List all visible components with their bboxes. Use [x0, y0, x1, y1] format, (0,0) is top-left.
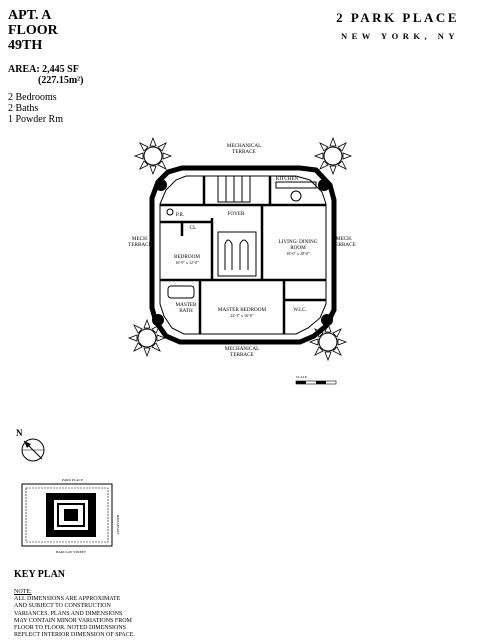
street-barclay: BARCLAY STREET — [56, 550, 87, 554]
mech-terrace-top-label: MECHANICAL — [227, 143, 262, 149]
note-line: REFLECT INTERIOR DIMENSION OF SPACE. — [14, 632, 135, 639]
toilet — [166, 208, 174, 216]
master-bath-label: MASTER — [175, 302, 197, 308]
unit-area: AREA: 2,445 SF (227.15m²) — [8, 64, 84, 86]
bedroom-dims: 16'-9" x 12'-0" — [175, 260, 199, 265]
interior-walls — [160, 176, 326, 334]
master-bedroom-label: MASTER BEDROOM — [218, 307, 267, 313]
terrace-plant-icon — [309, 323, 347, 361]
mech-terrace-bottom-label-2: TERRACE — [230, 352, 254, 358]
powder-room-label: P.R. — [176, 212, 184, 218]
street-broadway: BROADWAY — [116, 515, 120, 535]
svg-text:SCALE: SCALE — [296, 375, 307, 379]
terrace-plant-icon — [134, 137, 172, 175]
street-park-place: PARK PLACE — [62, 478, 83, 482]
mech-terrace-bottom-label: MECHANICAL — [225, 346, 260, 352]
unit-floor-number: 49TH — [8, 38, 43, 53]
powder-room-count: 1 Powder Rm — [8, 114, 63, 125]
unit-name: APT. A — [8, 8, 52, 23]
bedroom-label: BEDROOM — [174, 254, 200, 260]
bedroom-count: 2 Bedrooms — [8, 92, 57, 103]
building-name: 2 PARK PLACE — [336, 10, 459, 25]
mech-terrace-left-label-2: TERRACE — [128, 242, 152, 248]
kitchen-counter — [275, 181, 317, 189]
bath-count: 2 Baths — [8, 103, 39, 114]
mech-terrace-right-label-2: TERRACE — [332, 242, 356, 248]
building-city: NEW YORK, NY — [341, 31, 459, 41]
note-line: VARIANCES. PLANS AND DIMENSIONS — [14, 610, 123, 617]
note-line: MAY CONTAIN MINOR VARIATIONS FROM — [14, 617, 132, 624]
room-summary: 2 Bedrooms 2 Baths 1 Powder Rm — [8, 92, 63, 125]
bathtub — [167, 285, 195, 299]
unit-title: APT. A FLOOR 49TH — [8, 8, 58, 53]
master-bedroom-dims: 22'-3" x 16'-0" — [230, 313, 254, 318]
corner-ornament — [152, 179, 333, 326]
area-m2: (227.15m²) — [38, 75, 84, 86]
living-label-2: ROOM — [290, 245, 306, 251]
kitchen-label: KITCHEN — [276, 176, 299, 182]
note-line: AND SUBJECT TO CONSTRUCTION — [14, 603, 111, 610]
unit-floor-label: FLOOR — [8, 23, 58, 38]
mech-terrace-top-label-2: TERRACE — [232, 149, 256, 155]
living-label: LIVING/ DINING — [278, 239, 317, 245]
area-sf: AREA: 2,445 SF — [8, 64, 79, 75]
svg-text:N: N — [16, 428, 23, 438]
terrace-plant-icon — [314, 137, 352, 175]
north-arrow-icon: N — [16, 428, 45, 462]
note-heading: NOTE: — [14, 589, 32, 595]
master-bath-label-2: BATH — [179, 308, 193, 314]
key-plan-title: KEY PLAN — [14, 569, 66, 580]
foyer-label: FOYER — [227, 211, 245, 217]
kitchen-table — [290, 190, 302, 202]
note-line: ALL DIMENSIONS ARE APPROXIMATE — [14, 596, 121, 602]
living-dims: 18'-0" x 28'-0" — [286, 251, 310, 256]
wic-label: W.I.C. — [293, 307, 307, 313]
note-line: FLOOR TO FLOOR. NOTED DIMENSIONS — [14, 625, 126, 632]
note-text: ALL DIMENSIONS ARE APPROXIMATE AND SUBJE… — [14, 596, 135, 640]
mech-terrace-right-label: MECH. — [336, 236, 352, 242]
closet-label: CL — [190, 225, 197, 231]
key-plan: PARK PLACE BARCLAY STREET BROADWAY — [21, 478, 120, 554]
mech-terrace-left-label: MECH. — [132, 236, 148, 242]
scale-bar: SCALE — [295, 375, 337, 385]
stair-core — [217, 175, 257, 277]
